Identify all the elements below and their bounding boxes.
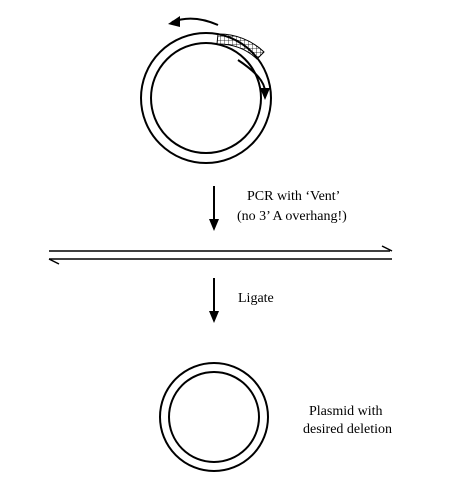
down-arrow-ligate [209, 278, 219, 323]
pcr-label-line2: (no 3’ A overhang!) [237, 209, 347, 224]
pcr-label-line1: PCR with ‘Vent’ [247, 189, 341, 204]
result-label-line2: desired deletion [303, 422, 393, 437]
template-plasmid [140, 32, 272, 164]
result-label-line1: Plasmid with [309, 404, 383, 419]
deleted-region [216, 33, 265, 60]
down-arrow-pcr [209, 186, 219, 231]
linear-pcr-product [48, 245, 393, 265]
ligate-label: Ligate [238, 291, 274, 306]
primer-arrow-left [168, 16, 219, 27]
deletion-plasmid [159, 362, 269, 472]
primer-arrow-down [237, 59, 270, 100]
